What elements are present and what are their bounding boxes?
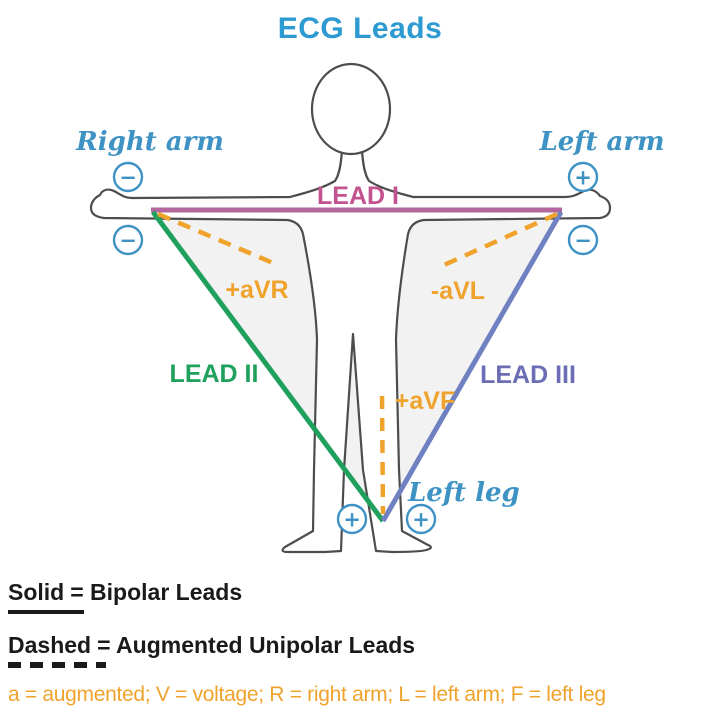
left-arm-label: Left arm <box>538 127 664 157</box>
plus-sign: + <box>343 508 361 532</box>
legend-dashed-row: Dashed= Augmented Unipolar Leads <box>8 632 415 659</box>
dashed-line-swatch <box>8 662 106 668</box>
lead-ii-label: LEAD II <box>170 360 259 388</box>
left-leg-label: Left leg <box>407 478 520 508</box>
minus-sign: − <box>119 229 137 253</box>
abbreviation-footnote: a = augmented; V = voltage; R = right ar… <box>8 683 606 706</box>
avf-dashed-line <box>379 395 386 515</box>
lead-ii-line <box>150 210 386 523</box>
einthoven-triangle-figure: LEAD I LEAD II LEAD III +aVR -aVL +aVF R… <box>75 62 665 554</box>
avf-label: +aVF <box>395 387 455 415</box>
lead-iii-line <box>380 210 564 523</box>
legend-solid-term: Solid <box>8 579 65 605</box>
left-leg-plus-electrode-left-icon: + <box>336 503 368 535</box>
right-arm-lower-minus-electrode-icon: − <box>112 224 144 256</box>
legend-solid-definition: = Bipolar Leads <box>70 579 243 605</box>
head-outline <box>310 62 392 156</box>
plus-sign: + <box>574 166 592 190</box>
legend-dashed-definition: = Augmented Unipolar Leads <box>97 632 416 658</box>
page-title: ECG Leads <box>277 12 443 45</box>
legend-solid-row: Solid= Bipolar Leads <box>8 579 242 606</box>
left-arm-minus-electrode-icon: − <box>567 224 599 256</box>
right-arm-label: Right arm <box>75 127 224 157</box>
minus-sign: − <box>574 229 592 253</box>
left-arm-plus-electrode-icon: + <box>567 161 599 193</box>
right-arm-upper-minus-electrode-icon: − <box>112 161 144 193</box>
solid-line-swatch <box>8 610 84 614</box>
legend-dashed-term: Dashed <box>8 632 92 658</box>
minus-sign: − <box>119 166 137 190</box>
avl-label: -aVL <box>431 277 485 305</box>
plus-sign: + <box>412 508 430 532</box>
lead-iii-label: LEAD III <box>480 361 576 389</box>
avr-label: +aVR <box>225 276 288 304</box>
lead-i-label: LEAD I <box>317 182 399 210</box>
left-leg-plus-electrode-right-icon: + <box>405 503 437 535</box>
